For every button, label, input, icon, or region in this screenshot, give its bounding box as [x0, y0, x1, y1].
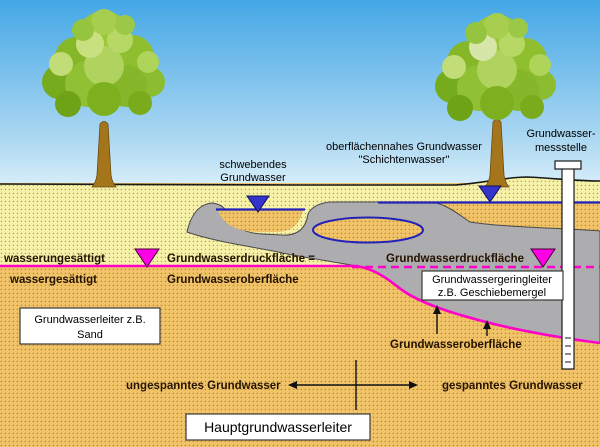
perched-water-basin — [218, 210, 303, 232]
label-wasserungesaettigt: wasserungesättigt — [3, 253, 105, 265]
well-filter-screen — [565, 337, 571, 363]
infobox-hauptgrundwasserleiter: Hauptgrundwasserleiter — [185, 413, 371, 441]
label-wassergesaettigt: wassergesättigt — [9, 274, 97, 286]
tree-right — [435, 13, 556, 188]
well-pipe — [561, 167, 575, 370]
water-table-line — [0, 264, 600, 345]
label-oberflaeche-links: Grundwasseroberfläche — [167, 274, 299, 286]
label-grundwasserleiter-line1: Grundwasserleiter z.B. — [34, 314, 145, 326]
tree-left-trunk — [91, 121, 117, 188]
water-table-symbol-shallow — [478, 185, 502, 203]
label-schwebendes-line2: Grundwasser — [220, 172, 286, 184]
water-lens-ellipse — [312, 216, 424, 244]
double-arrow-left-head — [288, 381, 297, 389]
label-druckflaeche-links: Grundwasserdruckfläche = — [167, 253, 315, 265]
tree-left-crown — [42, 9, 165, 117]
infobox-grundwasserleiter-frame — [19, 307, 161, 345]
arrow-head-1 — [433, 305, 441, 314]
water-table-symbol-perched — [246, 195, 270, 213]
label-oberflaeche-unten: Grundwasseroberfläche — [390, 339, 522, 351]
label-oberflaechennahes-line1: oberflächennahes Grundwasser — [326, 141, 482, 153]
tree-right-crown — [435, 13, 556, 121]
arrow-head-2 — [483, 320, 491, 329]
infobox-hauptgrundwasserleiter-frame — [185, 413, 371, 441]
well-cap — [554, 160, 582, 170]
label-druckflaeche-rechts: Grundwasserdruckfläche — [386, 253, 524, 265]
infobox-grundwasserleiter: Grundwasserleiter z.B. Sand — [19, 307, 161, 345]
label-oberflaechennahes-line2: "Schichtenwasser" — [359, 154, 450, 166]
infobox-geringleiter: Grundwassergeringleiter z.B. Geschiebeme… — [421, 270, 564, 301]
annotation-arrows — [288, 305, 491, 410]
label-grundwasserleiter-line2: Sand — [77, 329, 103, 341]
label-schwebendes-line1: schwebendes — [219, 159, 287, 171]
pressure-surface-symbol-left — [134, 248, 160, 268]
label-ungespanntes-grundwasser: ungespanntes Grundwasser — [126, 380, 281, 392]
label-gespanntes-grundwasser: gespanntes Grundwasser — [442, 380, 583, 392]
label-hauptgrundwasserleiter: Hauptgrundwasserleiter — [204, 419, 352, 435]
label-geringleiter-line1: Grundwassergeringleiter — [432, 274, 552, 286]
double-arrow-right-head — [409, 381, 418, 389]
ground-surface-line — [0, 176, 600, 186]
pressure-surface-symbol-right — [530, 248, 556, 268]
label-messstelle-line2: messstelle — [535, 142, 587, 154]
label-geringleiter-line2: z.B. Geschiebemergel — [438, 287, 546, 299]
infobox-geringleiter-frame — [421, 270, 564, 301]
monitoring-well — [554, 160, 582, 370]
tree-left — [42, 9, 165, 188]
label-messstelle-line1: Grundwasser- — [526, 128, 595, 140]
